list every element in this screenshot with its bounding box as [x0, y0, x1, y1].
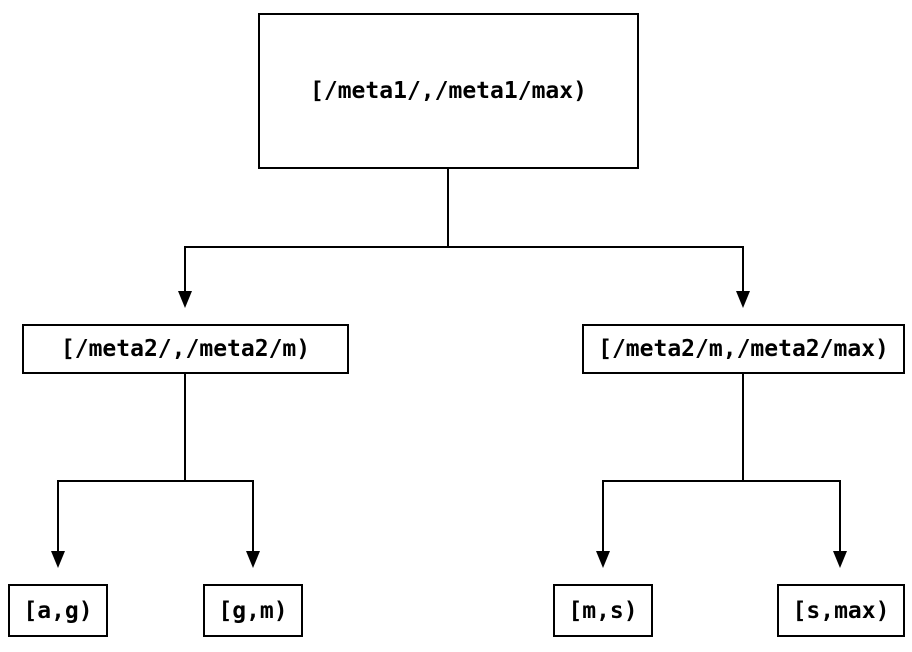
- node-label: [/meta2/m,/meta2/max): [598, 336, 889, 362]
- node-label: [s,max): [792, 597, 890, 624]
- arrowhead-icon: [736, 291, 750, 308]
- node-left-meta2-range: [/meta2/,/meta2/m): [22, 324, 349, 374]
- node-label: [a,g): [23, 597, 93, 624]
- arrowhead-icon: [246, 551, 260, 568]
- arrowhead-icon: [833, 551, 847, 568]
- node-right-meta2-range: [/meta2/m,/meta2/max): [582, 324, 905, 374]
- node-leaf-ms: [m,s): [553, 584, 653, 637]
- node-label: [g,m): [218, 597, 288, 624]
- edge-root-to-right: [447, 169, 750, 308]
- node-label: [m,s): [568, 597, 638, 624]
- edge-right-to-leaf-ms: [596, 374, 744, 568]
- edge-right-to-leaf-smax: [742, 374, 847, 568]
- node-leaf-smax: [s,max): [777, 584, 905, 637]
- node-leaf-ag: [a,g): [8, 584, 108, 637]
- node-label: [/meta2/,/meta2/m): [60, 336, 311, 362]
- node-label: [/meta1/,/meta1/max): [310, 78, 587, 104]
- edge-left-to-leaf-gm: [184, 374, 260, 568]
- arrowhead-icon: [51, 551, 65, 568]
- edge-root-to-left: [178, 169, 449, 308]
- node-leaf-gm: [g,m): [203, 584, 303, 637]
- node-root-meta1-range: [/meta1/,/meta1/max): [258, 13, 639, 169]
- arrowhead-icon: [596, 551, 610, 568]
- arrowhead-icon: [178, 291, 192, 308]
- edge-left-to-leaf-ag: [51, 374, 186, 568]
